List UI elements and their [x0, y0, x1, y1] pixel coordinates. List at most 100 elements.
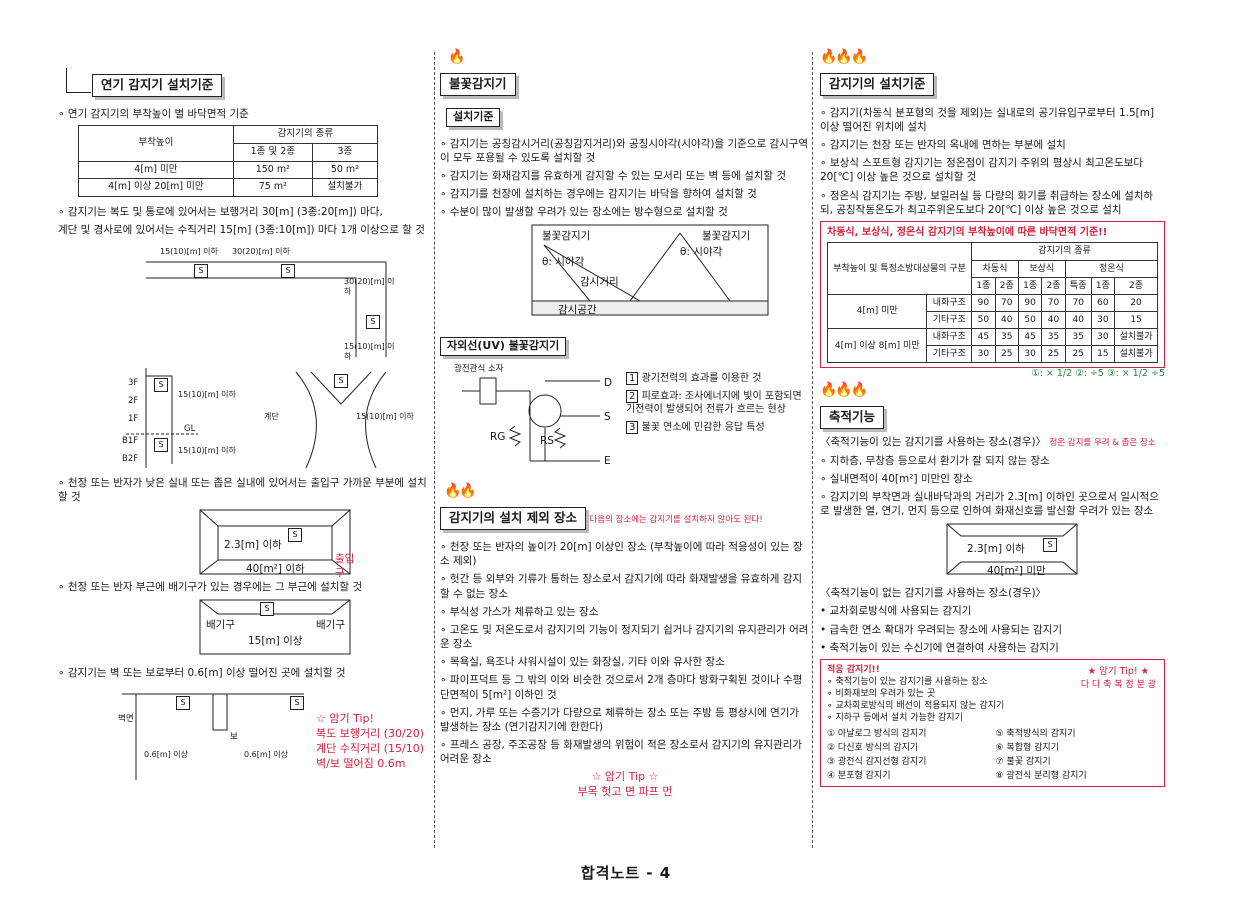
cell: 4[m] 미만	[78, 160, 234, 180]
cell: 60	[1090, 293, 1116, 313]
section-title-smoke: 연기 감지기 설치기준	[92, 74, 223, 97]
memory-tip: ☆ 암기 Tip! 복도 보행거리 (30/20) 계단 수직거리 (15/10…	[316, 712, 424, 771]
smoke-bullet-3: ∘ 천장 또는 반자가 낮은 실내 또는 좁은 실내에 있어서는 출입구 가까운…	[58, 476, 427, 503]
list-item: ⑥ 복합형 감지기	[995, 742, 1059, 753]
th-g3: 정온식	[1064, 259, 1159, 278]
uv-tube-label: 광전관식 소자	[454, 364, 504, 375]
dim-label: 40[m²] 이하	[246, 562, 305, 575]
exhaust-label: 배기구	[206, 619, 235, 632]
th-s: 1종	[971, 276, 996, 295]
corridor-svg	[146, 261, 387, 357]
uv-num: 3	[626, 420, 639, 434]
th-s: 1종	[1017, 276, 1043, 295]
row-height: 4[m] 미만	[826, 293, 928, 330]
fig-label: 감시공간	[558, 304, 597, 317]
flame-icon: 🔥🔥🔥	[820, 382, 868, 399]
no-accumulation-heading: 〈축적기능이 없는 감지기를 사용하는 장소(경우)〉	[820, 587, 1047, 600]
cell: 90	[1017, 293, 1043, 313]
no-accumulation-1: • 교차회로방식에 사용되는 감지기	[820, 605, 972, 618]
flame-view-svg	[531, 224, 769, 316]
cell: 70	[1064, 293, 1092, 313]
uv-feature: 피로효과: 조사에너지에 빛이 포함되면 기전력이 발생되어 전류가 흐르는 현…	[626, 390, 802, 416]
exclusion-5: ∘ 목욕실, 욕조나 샤워시설이 있는 화장실, 기타 이와 유사한 장소	[440, 656, 725, 669]
flame-bullet-2: ∘ 감지기는 화재감지를 유효하게 감지할 수 있는 모서리 또는 벽 등에 설…	[440, 169, 787, 182]
cell: 20	[1114, 293, 1158, 313]
floor-3f: 3F	[128, 377, 139, 388]
door-label: 출입구	[335, 552, 355, 580]
cell: 50	[971, 311, 996, 330]
flame-bullet-4: ∘ 수분이 많이 발생할 우려가 있는 장소에는 방수형으로 설치할 것	[440, 206, 728, 219]
uv-feature: 불꽃 연소에 민감한 응답 특성	[641, 421, 765, 433]
cell: 30	[971, 345, 996, 364]
exhaust-diagram: S 배기구 15[m] 이상 배기구	[198, 598, 363, 656]
column-divider-1	[434, 52, 435, 848]
tip-line: 부목 헛고 면 파프 먼	[577, 785, 673, 799]
box-item: ∘ 축적기능이 있는 감지기를 사용하는 장소	[827, 677, 988, 688]
subtitle-uv: 자외선(UV) 불꽃감지기	[440, 337, 567, 357]
section-title-install: 감지기의 설치기준	[820, 72, 935, 96]
cell: 25	[994, 345, 1019, 364]
fig-label: θ: 시야각	[542, 256, 585, 269]
uv-num: 2	[626, 389, 639, 403]
cell: 15	[1090, 345, 1116, 364]
smoke-bullet-2a: ∘ 감지기는 복도 및 통로에 있어서는 보행거리 30[m] (3종:20[m…	[58, 206, 383, 219]
tip-title: ★ 암기 Tip! ★	[1087, 665, 1150, 677]
cell: 40	[994, 311, 1019, 330]
floor-2f: 2F	[128, 395, 139, 406]
sensor-box: S	[290, 696, 304, 711]
th-g1: 차동식	[971, 259, 1019, 278]
sensor-box: S	[281, 263, 295, 278]
cell: 15	[1114, 311, 1158, 330]
accumulation-use-heading: 〈축적기능이 있는 감지기를 사용하는 장소(경우)〉	[820, 436, 1047, 449]
box-item: ∘ 비화재보의 우려가 있는 곳	[827, 689, 936, 700]
exclusion-1: ∘ 천장 또는 반자의 높이가 20[m] 이상인 장소 (부착높이에 따라 적…	[440, 541, 803, 568]
dim-label: 15(10)[m] 이하	[178, 445, 236, 455]
detector-list: ① 아날로그 방식의 감지기 ⑤ 축적방식의 감지기 ② 다신호 방식의 감지기…	[827, 728, 1158, 783]
subtitle-criteria: 설치기준	[446, 107, 501, 127]
cell: 50 m²	[311, 160, 379, 180]
ground-level: GL	[184, 423, 196, 434]
th-type: 감지기의 종류	[232, 125, 379, 144]
dim-label: 2.3[m] 이하	[224, 538, 282, 551]
flame-view-diagram: 불꽃감지기 θ: 시야각 감시거리 불꽃감지기 θ: 시야각 감시공간	[530, 223, 770, 319]
exclusion-8: ∘ 프레스 공장, 주조공장 등 화재발생의 위험이 적은 장소로서 감지기의 …	[440, 739, 803, 766]
row-kind: 기타구조	[926, 345, 973, 364]
uv-area: 광전관식 소자 D S E RG RS 1 광기전력의 효과를 이용한 것 2 …	[440, 362, 810, 480]
sensor-box: S	[154, 437, 168, 452]
install-bullet-2: ∘ 감지기는 천장 또는 반자의 옥내에 면하는 부분에 설치	[820, 139, 1066, 152]
column-install-criteria: 🔥🔥🔥 감지기의 설치기준 ∘ 감지기(차동식 분포형의 것을 제외)는 실내로…	[820, 48, 1165, 853]
exclusion-note: 다음의 장소에는 감지기를 설치하지 않아도 된다!	[589, 515, 763, 526]
column-smoke-detector: 연기 감지기 설치기준 ∘ 연기 감지기의 부착높이 별 바닥면적 기준 부착높…	[58, 48, 430, 853]
row-kind: 내화구조	[926, 328, 973, 347]
list-item: ④ 분포형 감지기	[827, 771, 891, 781]
dim-label: 0.6[m] 이상	[144, 750, 189, 760]
cell: 90	[971, 293, 996, 313]
dim-label: 0.6[m] 이상	[244, 750, 289, 760]
install-bullet-4: ∘ 정온식 감지기는 주방, 보일러실 등 다량의 화기를 취급하는 장소에 설…	[820, 189, 1154, 216]
cell: 25	[1064, 345, 1092, 364]
stair-svg	[126, 367, 387, 468]
flame-bullet-1: ∘ 감지기는 공칭감시거리(공칭감지거리)와 공칭시야각(시야각)을 기준으로 …	[440, 137, 809, 164]
resistor-rg: RG	[490, 431, 506, 444]
cell: 70	[1041, 293, 1066, 313]
exclusion-7: ∘ 먼지, 가루 또는 수증기가 다량으로 체류하는 장소 또는 주방 등 평상…	[440, 706, 800, 733]
section-title-accumulation: 축적기능	[820, 406, 885, 430]
table-note: ①: × 1/2 ②: ÷5 ③: × 1/2 ÷5	[1031, 368, 1165, 380]
uv-feature: 광기전력의 효과를 이용한 것	[641, 373, 762, 385]
area-table-box: 차동식, 보상식, 정온식 감지기의 부착높이에 따른 바닥면적 기준!! 부착…	[820, 220, 1165, 369]
no-accumulation-2: • 급속한 연소 확대가 우려되는 장소에 사용되는 감지기	[820, 623, 1063, 636]
sensor-box: S	[334, 373, 348, 388]
tip-line: 복도 보행거리 (30/20)	[316, 727, 424, 741]
column-flame-detector: 🔥 불꽃감지기 설치기준 ∘ 감지기는 공칭감시거리(공칭감지거리)와 공칭시야…	[440, 48, 810, 853]
stair-diagram: 3F 2F 1F B1F B2F GL S S S 15(10)[m] 이하 1…	[86, 364, 416, 472]
cell: 30	[1017, 345, 1043, 364]
uv-num: 1	[626, 372, 639, 386]
tip-line: 벽/보 떨어짐 0.6m	[316, 756, 406, 770]
section-title-exclusion: 감지기의 설치 제외 장소	[440, 507, 587, 531]
cell: 35	[1064, 328, 1092, 347]
wall-beam-area: S S 벽면 보 0.6[m] 이상 0.6[m] 이상 ☆ 암기 Tip! 복…	[58, 684, 430, 794]
flame-icon: 🔥🔥🔥	[820, 49, 868, 65]
floor-1f: 1F	[128, 413, 139, 424]
exclusion-6: ∘ 파이프덕트 등 그 밖의 이와 비슷한 것으로서 2개 층마다 방화구획된 …	[440, 674, 803, 701]
row-height: 4[m] 이상 8[m] 미만	[826, 328, 928, 364]
